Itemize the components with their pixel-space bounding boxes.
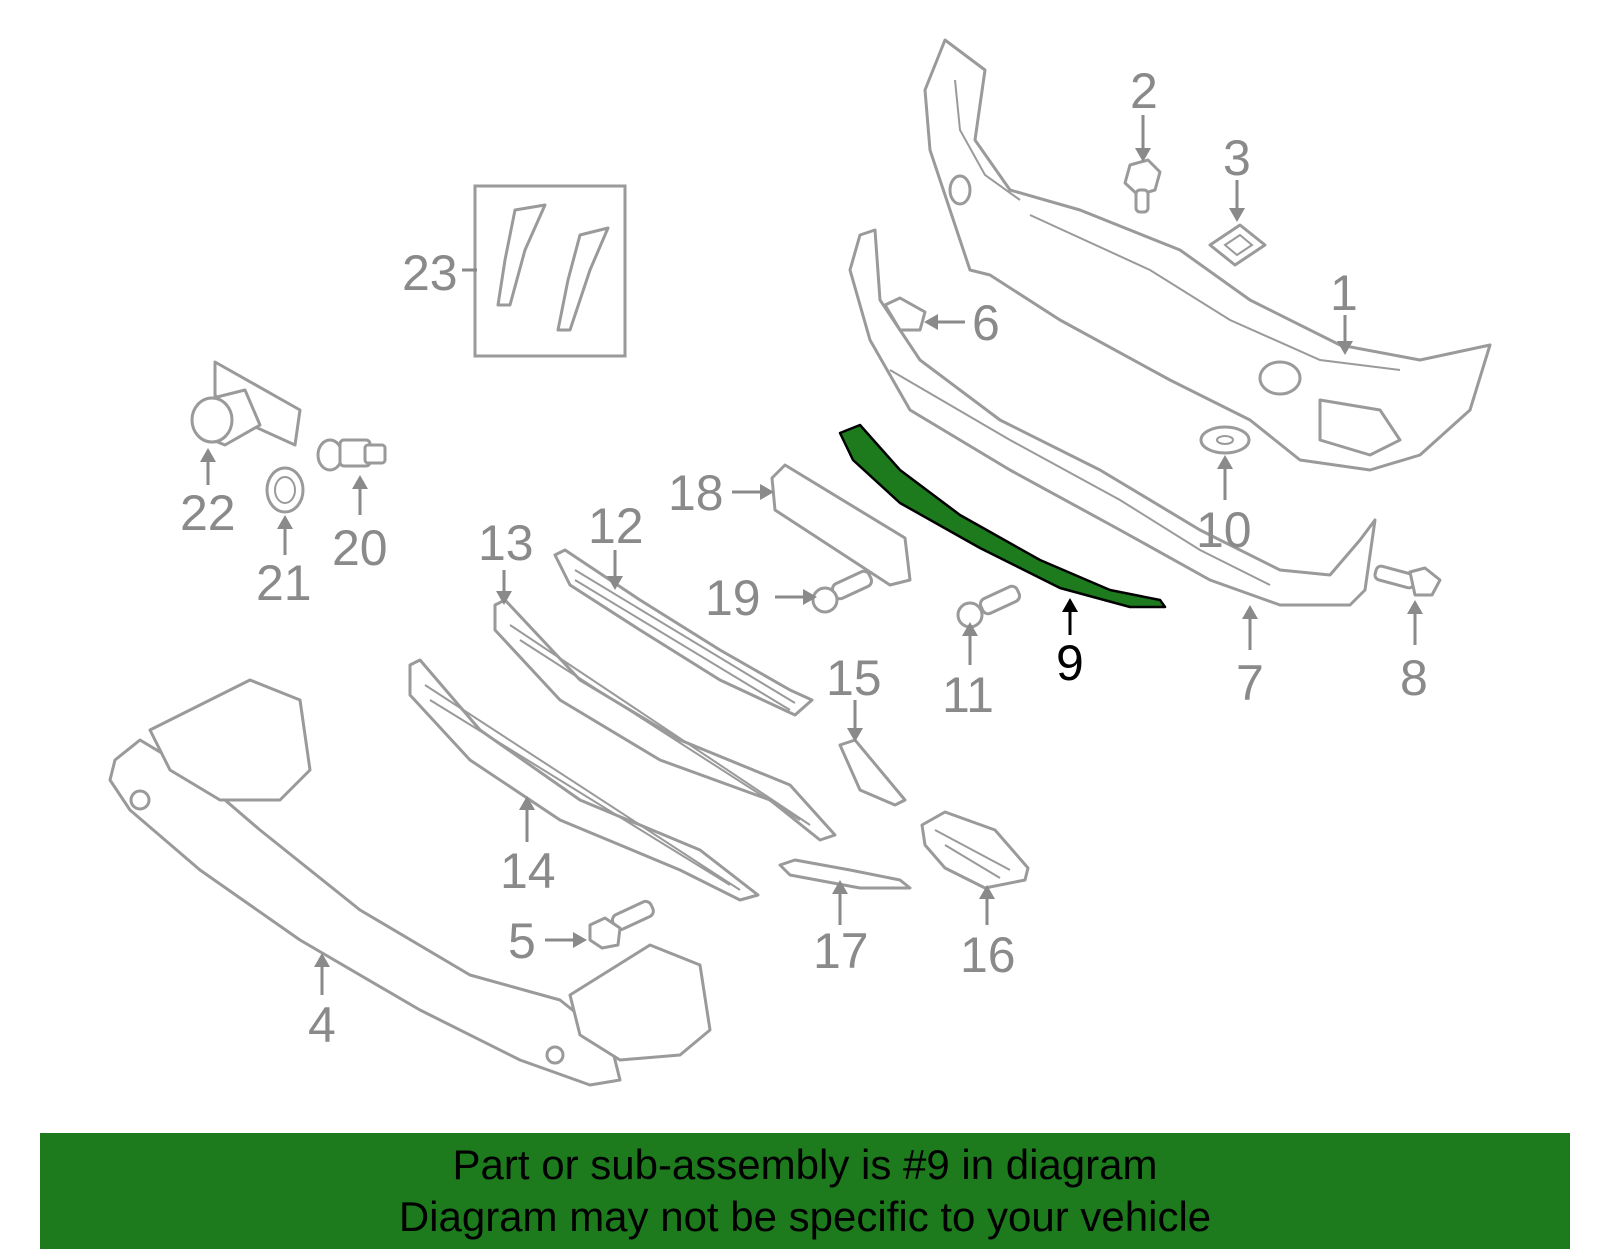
part-7-lower-spoiler [848,228,1377,607]
part-20-sensor [316,438,387,472]
part-16-fog-bezel [920,810,1030,890]
callout-12: 12 [588,498,644,554]
part-13-middle-grille [493,598,837,842]
part-1-bumper-cover [923,38,1492,472]
info-banner: Part or sub-assembly is #9 in diagram Di… [40,1133,1570,1249]
part-3-clip [1208,223,1267,267]
callout-14: 14 [500,843,556,899]
callout-6: 6 [972,295,1000,351]
leader-arrows [200,115,1423,995]
callout-20: 20 [332,520,388,576]
part-8-bolt [1373,564,1442,597]
callout-22: 22 [180,485,236,541]
banner-line-2: Diagram may not be specific to your vehi… [398,1193,1212,1240]
part-10-grommet [1199,425,1251,455]
callout-16: 16 [960,927,1016,983]
part-14-lower-grille [408,658,760,902]
callout-23: 23 [402,245,458,301]
callout-19: 19 [705,570,761,626]
callout-7: 7 [1236,655,1264,711]
part-21-grommet [265,466,305,514]
callout-5: 5 [508,913,536,969]
callout-9: 9 [1056,635,1084,691]
callout-10: 10 [1196,502,1252,558]
part-9-highlighted-strip [838,423,1167,609]
part-2-bolt [1123,158,1162,214]
callout-11: 11 [942,667,994,723]
banner-line-1: Part or sub-assembly is #9 in diagram [452,1141,1158,1188]
part-11-bolt [956,584,1022,629]
callout-18: 18 [668,465,724,521]
callout-1: 1 [1330,265,1358,321]
callout-15: 15 [826,650,882,706]
callout-4: 4 [308,997,336,1053]
part-15-trim [838,738,907,807]
callout-8: 8 [1400,650,1428,706]
part-17-strip [778,858,912,890]
part-23-brackets [473,184,627,358]
callout-13: 13 [478,515,534,571]
part-18-trim-strip [770,463,912,587]
callout-21: 21 [256,555,312,611]
callout-17: 17 [813,923,869,979]
part-5-bolt [588,899,655,950]
part-12-upper-grille [553,548,814,717]
part-19-bolt [811,569,874,614]
part-22-sensor-holder [190,360,302,447]
callout-3: 3 [1223,130,1251,186]
callout-labels: 1 2 3 4 5 6 7 8 9 10 11 12 13 14 15 16 1… [180,63,1428,1053]
callout-2: 2 [1130,63,1158,119]
part-4-reinforcement-bar [108,678,712,1087]
